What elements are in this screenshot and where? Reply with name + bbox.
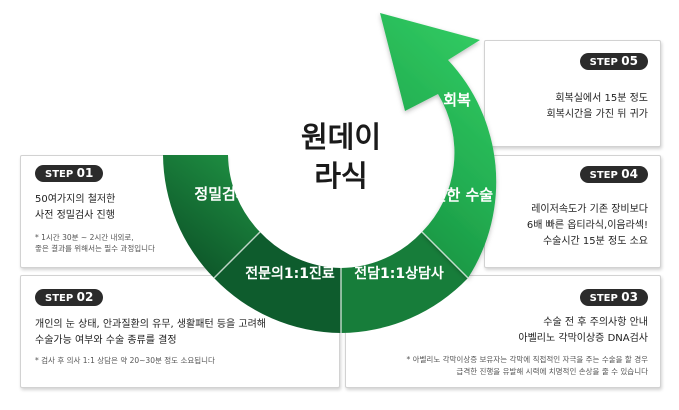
step-02-line-1: 개인의 눈 상태, 안과질환의 유무, 생활패턴 등을 고려해 (35, 319, 267, 330)
step-badge-number: 03 (621, 290, 638, 304)
segment-4-label: 안전한 수술 (419, 186, 493, 204)
segment-2-wedge (214, 232, 341, 333)
step-05-line-1: 회복실에서 15분 정도 (555, 93, 648, 104)
step-01-line-2: 사전 정밀검사 진행 (35, 210, 115, 221)
segment-3-label: 전담1:1상담사 (354, 265, 444, 282)
step-01-line-1: 50여가지의 철저한 (35, 194, 116, 205)
step-01-badge: STEP 01 (35, 165, 104, 182)
step-05-line-2: 회복시간을 가진 뒤 귀가 (546, 109, 648, 120)
step-03-note-1: * 아벨리노 각막이상증 보유자는 각막에 직접적인 자극을 주는 수술을 할 … (406, 355, 649, 364)
step-badge-label: STEP (589, 293, 618, 304)
step-01-note-1: * 1시간 30분 ~ 2시간 내외로, (35, 233, 134, 242)
segment-4-5-arrow (380, 13, 497, 278)
segment-1-label: 정밀검사 (194, 185, 249, 203)
step-badge-number: 05 (621, 54, 638, 68)
step-badge-label: STEP (589, 170, 618, 181)
segment-3-wedge (341, 232, 468, 333)
step-02-note-1: * 검사 후 의사 1:1 상담은 약 20~30분 정도 소요됩니다 (35, 356, 215, 365)
step-04-badge: STEP 04 (579, 166, 648, 183)
step-01-note-2: 좋은 결과를 위해서는 필수 과정입니다 (35, 244, 155, 253)
segment-2-label: 전문의1:1진료 (245, 265, 335, 282)
step-03-badge: STEP 03 (579, 289, 648, 306)
segment-1-wedge (163, 155, 260, 278)
step-04-line-1: 레이저속도가 기존 장비보다 (531, 204, 648, 215)
step-05-badge: STEP 05 (579, 53, 648, 70)
step-badge-label: STEP (45, 293, 74, 304)
center-title-line-2: 라식 (314, 159, 367, 193)
step-03-note-2: 급격한 진행을 유발해 시력에 치명적인 손상을 줄 수 있습니다 (456, 367, 648, 376)
center-title-line-1: 원데이 (301, 120, 381, 154)
step-03-line-1: 수술 전 후 주의사항 안내 (543, 317, 648, 328)
step-03-card: STEP 03 수술 전 후 주의사항 안내 아벨리노 각막이상증 DNA검사 … (345, 275, 661, 388)
step-04-card: STEP 04 레이저속도가 기존 장비보다 6배 빠른 옵티라식,이음라섹! … (484, 155, 661, 268)
step-badge-number: 04 (621, 167, 638, 181)
step-02-badge: STEP 02 (35, 289, 104, 306)
step-04-line-3: 수술시간 15분 정도 소요 (542, 236, 648, 247)
step-02-card: STEP 02 개인의 눈 상태, 안과질환의 유무, 생활패턴 등을 고려해 … (20, 275, 340, 388)
step-03-line-2: 아벨리노 각막이상증 DNA검사 (518, 333, 648, 344)
step-04-line-2: 6배 빠른 옵티라식,이음라섹! (526, 220, 648, 231)
divider-3 (421, 231, 469, 279)
segment-5-label: 회복 (443, 91, 471, 109)
step-05-card: STEP 05 회복실에서 15분 정도 회복시간을 가진 뒤 귀가 (484, 40, 661, 147)
divider-1 (213, 231, 261, 279)
step-02-line-2: 수술가능 여부와 수술 종류를 결정 (35, 335, 177, 346)
step-badge-number: 02 (76, 290, 94, 304)
step-badge-label: STEP (45, 169, 74, 180)
step-badge-label: STEP (589, 57, 618, 68)
step-badge-number: 01 (76, 166, 94, 180)
